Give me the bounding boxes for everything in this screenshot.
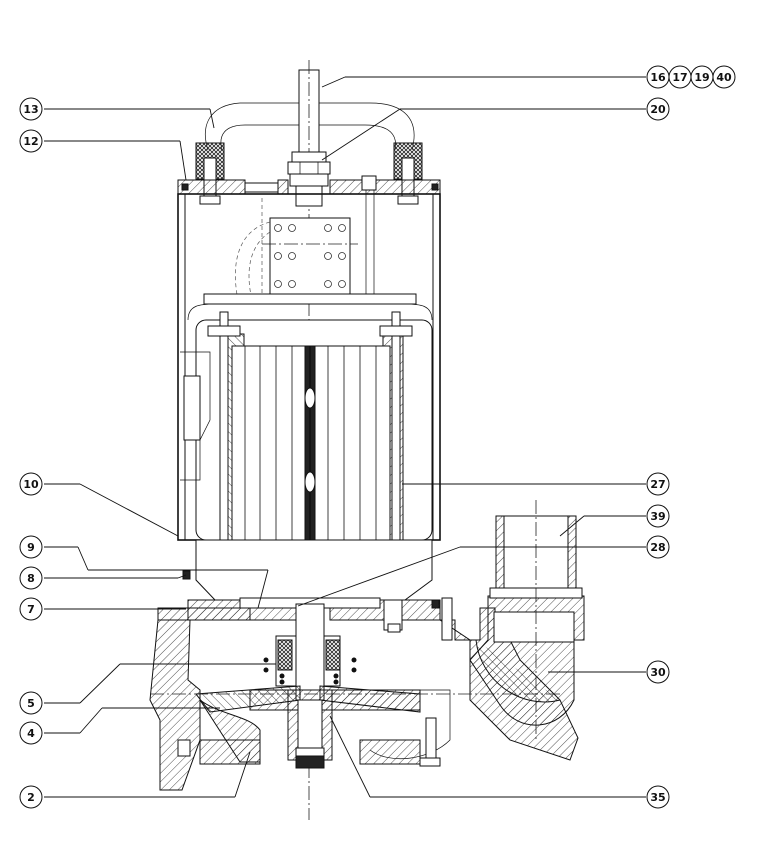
svg-text:27: 27 [650,478,665,491]
callout-8: 8 [19,566,43,590]
svg-text:39: 39 [650,510,665,523]
callout-17: 17 [668,65,692,89]
svg-text:20: 20 [650,103,666,116]
svg-text:8: 8 [27,572,35,585]
callout-19: 19 [690,65,714,89]
callout-13: 13 [19,97,43,121]
terminal-block [262,217,358,297]
motor-wiring [235,190,375,301]
svg-text:16: 16 [650,71,666,84]
cable-gland [287,151,331,207]
svg-text:2: 2 [27,791,35,804]
callout-9: 9 [19,535,43,559]
svg-text:17: 17 [672,71,687,84]
svg-text:13: 13 [23,103,38,116]
callout-40: 40 [712,65,736,89]
callout-27: 27 [646,472,670,496]
callout-30: 30 [646,660,670,684]
svg-text:12: 12 [23,135,38,148]
svg-text:35: 35 [650,791,665,804]
callout-28: 28 [646,535,670,559]
suction-cover [177,597,453,767]
svg-text:9: 9 [27,541,35,554]
svg-text:30: 30 [650,666,666,679]
callout-5: 5 [19,691,43,715]
leader-lines [44,76,646,798]
callout-12: 12 [19,129,43,153]
callout-16: 16 [646,65,670,89]
mechanical-seal [263,603,357,701]
svg-text:40: 40 [716,71,732,84]
stator-top-plate [187,293,433,321]
callout-7: 7 [19,597,43,621]
pump-casing [149,595,585,791]
svg-text:5: 5 [27,697,35,710]
stator-winding [180,311,433,563]
svg-text:10: 10 [23,478,39,491]
svg-text:4: 4 [27,727,35,740]
handle-clamp-left [195,142,225,205]
impeller-nut [295,755,325,769]
svg-text:7: 7 [27,603,35,616]
svg-text:19: 19 [694,71,709,84]
handle-clamp-right [393,142,423,205]
callout-35: 35 [646,785,670,809]
callout-10: 10 [19,472,43,496]
callout-39: 39 [646,504,670,528]
svg-text:28: 28 [650,541,665,554]
callout-4: 4 [19,721,43,745]
callout-2: 2 [19,785,43,809]
callout-20: 20 [646,97,670,121]
discharge-flange [489,500,583,740]
